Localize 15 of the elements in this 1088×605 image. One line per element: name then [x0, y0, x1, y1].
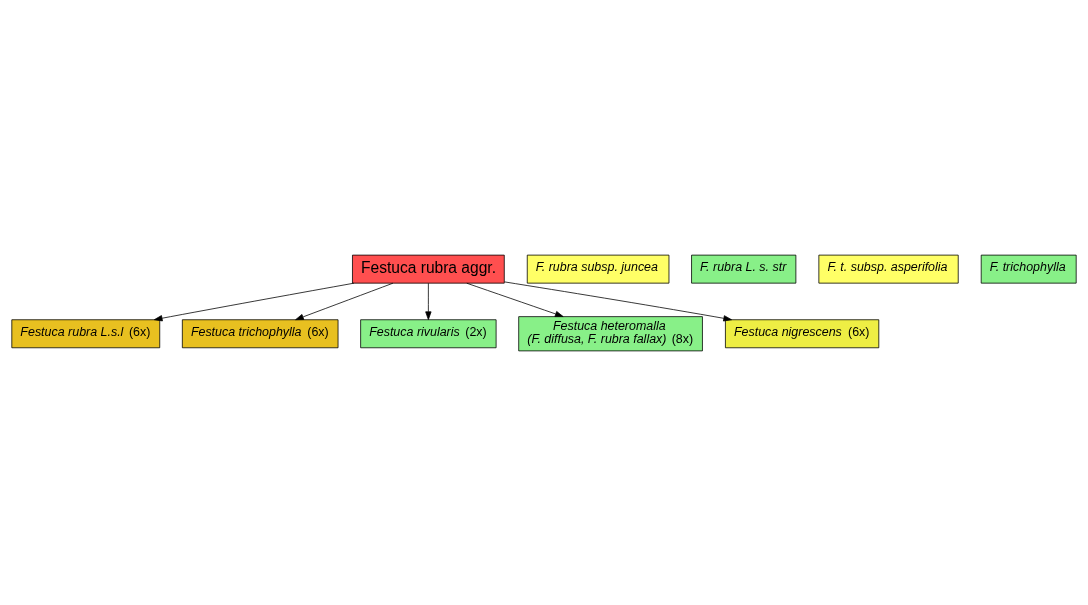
- arrow: [425, 282, 432, 320]
- node-box: Festuca trichophylla (6x): [181, 318, 339, 348]
- arrow: [466, 282, 564, 317]
- node-box: Festuca nigrescens (6x): [725, 318, 880, 348]
- node-box: Festuca heteromalla (F. diffusa, F. rubra fallax) (8x): [518, 315, 703, 351]
- arrow: [153, 282, 355, 321]
- node-box: F. t. subsp. asperifolia: [818, 254, 959, 284]
- node-box: F. trichophylla: [980, 254, 1077, 284]
- node-box: Festuca rivularis (2x): [360, 318, 497, 348]
- node-box: Festuca rubra aggr.: [352, 254, 505, 284]
- arrow: [295, 282, 394, 320]
- node-box: F. rubra L. s. str: [691, 254, 797, 284]
- node-box: Festuca rubra L.s.l (6x): [11, 318, 161, 348]
- node-box: F. rubra subsp. juncea: [526, 254, 670, 284]
- arrow: [504, 281, 732, 321]
